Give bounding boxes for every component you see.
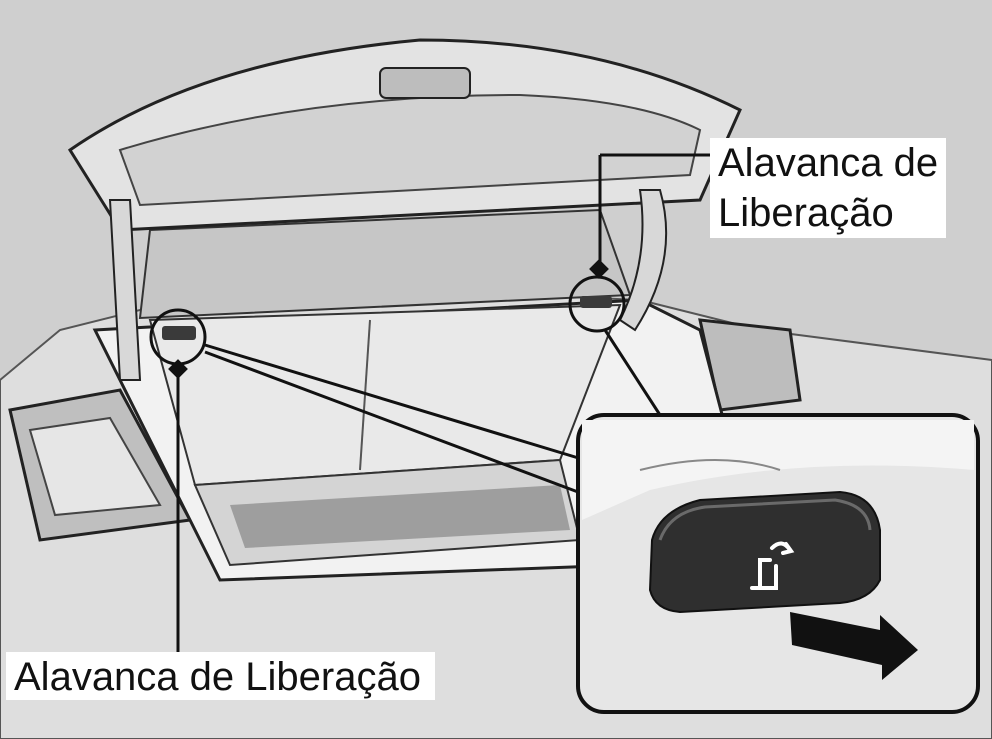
seatback-release-icon [750,541,795,590]
trunk-back-wall [148,303,622,487]
left-release-lever-label: Alavanca de Liberação [6,652,435,700]
right-label-line-1: Alavanca de [718,141,939,185]
right-leader-diamond [589,259,609,279]
right-release-lever-label: Alavanca de Liberação [710,138,947,238]
right-hinge [618,189,668,332]
left-hinge [108,199,142,381]
zoom-line-3 [603,329,662,416]
pull-arrow-icon [790,612,918,680]
left-leader-diamond [168,359,188,379]
inset-release-lever [648,490,881,614]
zoom-line-2 [204,350,579,494]
zoom-line-1 [204,343,586,462]
right-highlight-circle [568,275,626,333]
right-release-lever [580,296,612,308]
right-label-line-2: Liberação [718,191,894,235]
left-release-lever [162,326,196,340]
